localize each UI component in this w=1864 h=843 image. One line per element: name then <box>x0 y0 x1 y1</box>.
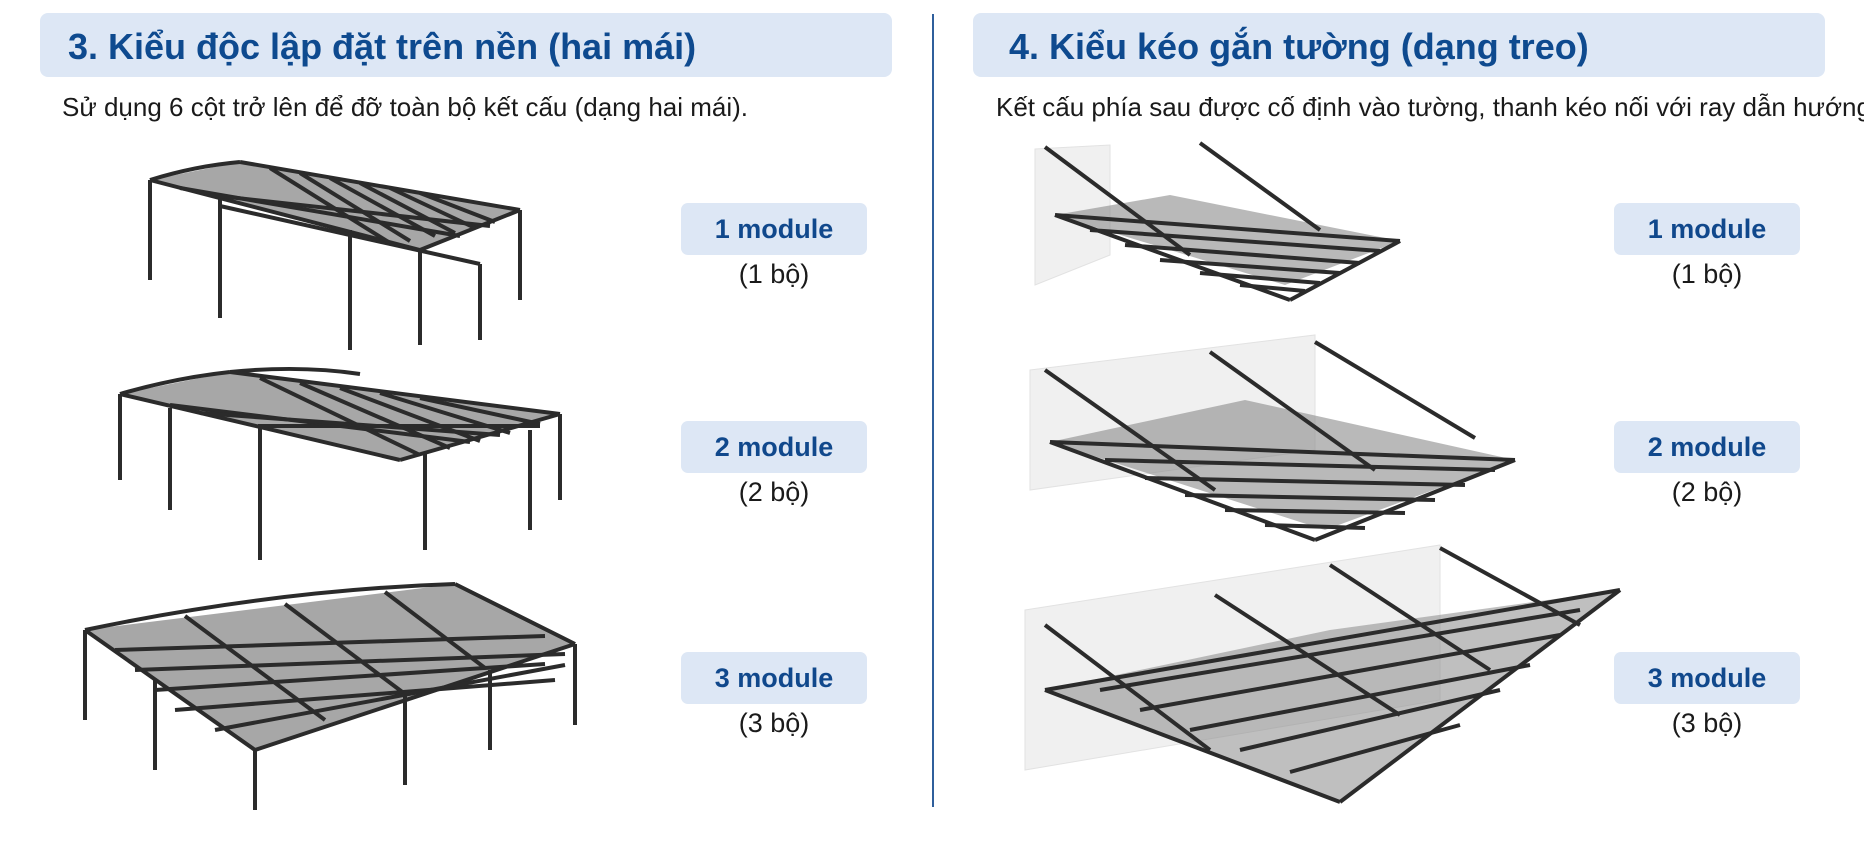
module-count: (2 bộ) <box>738 477 810 507</box>
section-description: Kết cấu phía sau được cố định vào tường,… <box>996 92 1864 122</box>
module-label: 2 module <box>681 421 867 473</box>
wall-mounted-2-module-illustration <box>1029 334 1516 542</box>
section-title: 3. Kiểu độc lập đặt trên nền (hai mái) <box>68 26 697 67</box>
module-label: 3 module <box>681 652 867 704</box>
freestanding-2-module-illustration <box>118 366 562 560</box>
freestanding-3-module-illustration <box>83 582 577 810</box>
section-description: Sử dụng 6 cột trở lên để đỡ toàn bộ kết … <box>62 92 749 122</box>
section-title: 4. Kiểu kéo gắn tường (dạng treo) <box>1009 26 1589 67</box>
module-label: 1 module <box>681 203 867 255</box>
freestanding-1-module-illustration <box>148 160 522 350</box>
module-label: 1 module <box>1614 203 1800 255</box>
column-divider <box>932 14 934 807</box>
module-count: (3 bộ) <box>738 708 810 738</box>
wall-mounted-3-module-illustration <box>1024 544 1622 804</box>
module-label: 2 module <box>1614 421 1800 473</box>
module-count: (1 bộ) <box>738 259 810 289</box>
wall-mounted-1-module-illustration <box>1034 141 1401 302</box>
module-count: (3 bộ) <box>1671 708 1743 738</box>
module-label: 3 module <box>1614 652 1800 704</box>
section-header-freestanding: 3. Kiểu độc lập đặt trên nền (hai mái) <box>40 13 892 77</box>
module-count: (1 bộ) <box>1671 259 1743 289</box>
module-count: (2 bộ) <box>1671 477 1743 507</box>
section-header-wall-mounted: 4. Kiểu kéo gắn tường (dạng treo) <box>973 13 1825 77</box>
